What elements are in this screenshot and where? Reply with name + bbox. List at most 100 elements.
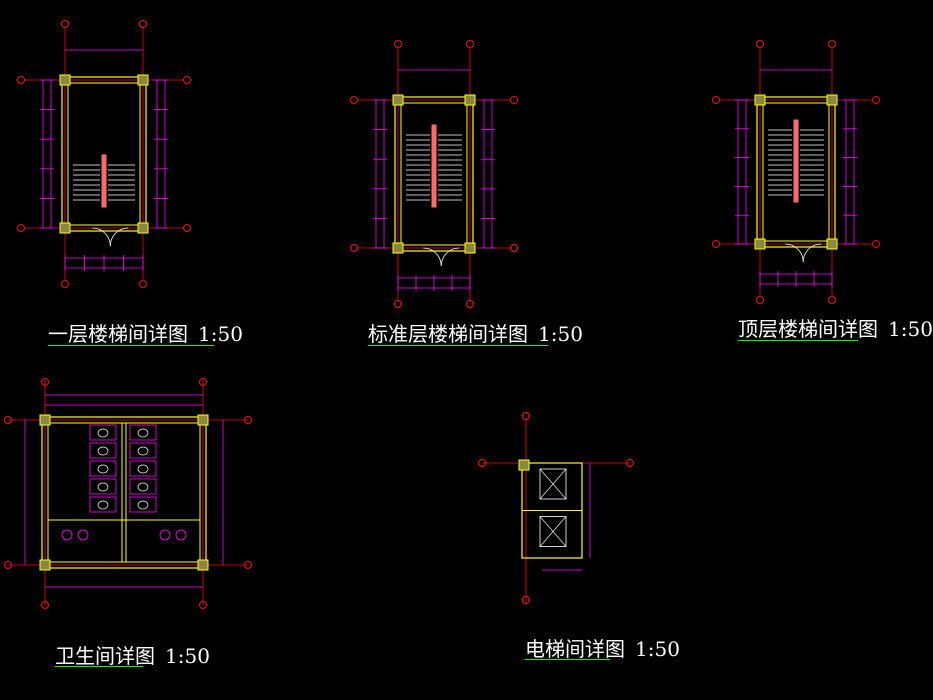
axis-bubble [199, 378, 207, 386]
axis-bubble [510, 244, 518, 252]
axis-bubble [350, 96, 358, 104]
axis-bubble [199, 601, 207, 609]
axis-bubble [756, 296, 764, 304]
underline-elevator [525, 659, 610, 660]
column [197, 414, 209, 426]
toilet-fixture [137, 464, 149, 474]
wall-inner [400, 102, 468, 246]
door-swing [109, 227, 129, 247]
title-elevator-scale: 1:50 [635, 637, 680, 661]
wall-inner [47, 422, 201, 563]
axis-bubble [350, 244, 358, 252]
toilet-fixture [137, 446, 149, 456]
column [137, 222, 149, 234]
axis-bubble [510, 96, 518, 104]
axis-bubble [756, 40, 764, 48]
cad-drawing-canvas [4, 20, 880, 609]
axis-bubble [4, 561, 12, 569]
column [137, 74, 149, 86]
axis-bubble [244, 561, 252, 569]
standard-floor-stair-plan [350, 40, 518, 308]
axis-bubble [61, 20, 69, 28]
toilet-stall [89, 496, 117, 513]
underline-first-floor-stair [48, 345, 214, 346]
toilet-plan [4, 378, 252, 609]
toilet-stall [89, 460, 117, 477]
axis-bubble [872, 96, 880, 104]
toilet-fixture [97, 428, 109, 438]
column [392, 94, 404, 106]
axis-bubble [139, 280, 147, 288]
elevator-car [539, 468, 567, 500]
handrail [793, 119, 799, 203]
underline-standard-floor-stair [368, 345, 548, 346]
axis-bubble [183, 224, 191, 232]
title-toilet-scale: 1:50 [165, 644, 210, 668]
toilet-fixture [137, 428, 149, 438]
axis-bubble [712, 240, 720, 248]
elevator-plan [478, 412, 634, 604]
axis-bubble [522, 596, 530, 604]
axis-bubble [244, 416, 252, 424]
column [826, 94, 838, 106]
toilet-stall [89, 442, 117, 459]
title-standard-floor-stair-scale: 1:50 [538, 322, 583, 346]
top-floor-stair-plan [712, 40, 880, 304]
sink-fixture [159, 529, 171, 541]
wall-outer [394, 96, 474, 252]
title-top-floor-stair-scale: 1:50 [888, 317, 933, 341]
axis-bubble [626, 459, 634, 467]
underline-top-floor-stair [738, 340, 858, 341]
axis-bubble [41, 378, 49, 386]
axis-bubble [183, 76, 191, 84]
axis-bubble [466, 40, 474, 48]
column [59, 222, 71, 234]
sink-fixture [61, 529, 73, 541]
axis-bubble [41, 601, 49, 609]
title-top-floor-stair-text: 顶层楼梯间详图 [738, 317, 878, 341]
title-standard-floor-stair: 标准层楼梯间详图 1:50 [368, 318, 583, 347]
toilet-stall [129, 496, 157, 513]
axis-bubble [478, 459, 486, 467]
column [754, 94, 766, 106]
title-top-floor-stair: 顶层楼梯间详图 1:50 [738, 313, 933, 342]
toilet-stall [129, 424, 157, 441]
axis-bubble [828, 40, 836, 48]
column [754, 238, 766, 250]
axis-bubble [828, 296, 836, 304]
title-elevator-text: 电梯间详图 [525, 637, 625, 661]
wall-outer [756, 96, 836, 248]
first-floor-stair-plan [17, 20, 191, 288]
toilet-fixture [97, 500, 109, 510]
axis-bubble [394, 40, 402, 48]
column [59, 74, 71, 86]
column [197, 559, 209, 571]
underline-toilet [55, 666, 143, 667]
title-first-floor-stair: 一层楼梯间详图 1:50 [48, 318, 243, 347]
sink-fixture [175, 529, 187, 541]
toilet-stall [89, 478, 117, 495]
toilet-fixture [97, 482, 109, 492]
toilet-stall [129, 442, 157, 459]
column [39, 414, 51, 426]
column [464, 242, 476, 254]
sink-fixture [77, 529, 89, 541]
door-swing [802, 243, 822, 263]
axis-bubble [394, 300, 402, 308]
title-standard-floor-stair-text: 标准层楼梯间详图 [368, 322, 528, 346]
axis-bubble [872, 240, 880, 248]
handrail [101, 154, 107, 208]
column [518, 459, 530, 471]
toilet-fixture [137, 500, 149, 510]
column [39, 559, 51, 571]
toilet-fixture [97, 464, 109, 474]
elevator-car-cross [539, 468, 567, 500]
wall-outer [61, 76, 147, 232]
toilet-fixture [97, 446, 109, 456]
axis-bubble [522, 412, 530, 420]
title-first-floor-stair-scale: 1:50 [198, 322, 243, 346]
elevator-car [539, 516, 567, 547]
wall-outer [41, 416, 207, 569]
title-first-floor-stair-text: 一层楼梯间详图 [48, 322, 188, 346]
axis-bubble [466, 300, 474, 308]
